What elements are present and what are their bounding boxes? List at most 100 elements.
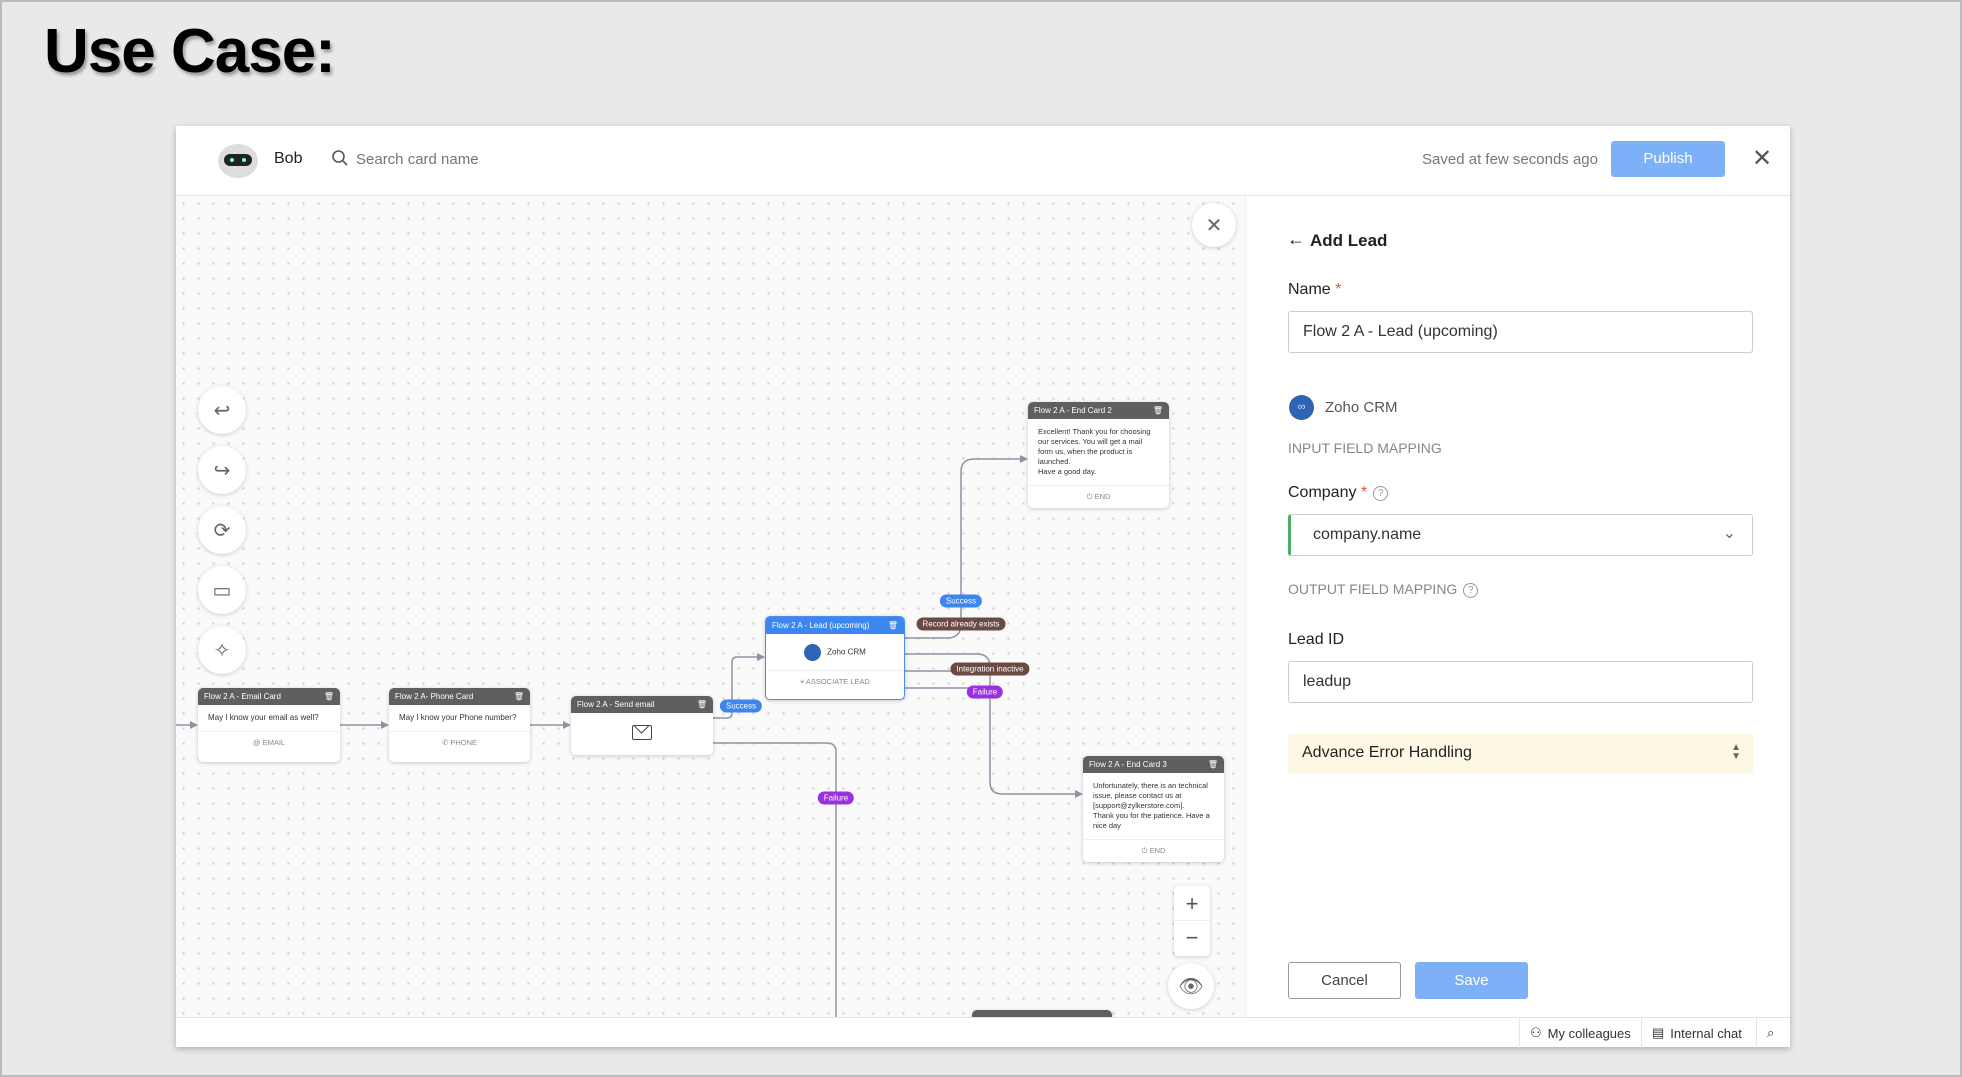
label: Internal chat	[1670, 1025, 1742, 1041]
undo-icon: ↩	[213, 399, 231, 422]
send-email-card[interactable]: Flow 2 A - Send email 🗑	[571, 696, 713, 755]
edge-label-failure: Failure	[966, 685, 1004, 699]
properties-panel: ← Add Lead Name * Flow 2 A - Lead (upcom…	[1245, 196, 1790, 1017]
associate-icon: ⌖	[800, 677, 806, 686]
card-title: Flow 2 A - Lead (upcoming)	[772, 621, 870, 630]
cancel-button[interactable]: Cancel	[1288, 962, 1401, 999]
magic-button[interactable]: ✧	[198, 626, 246, 674]
back-arrow-icon[interactable]: ←	[1287, 229, 1305, 249]
card-title: Flow 2 A - Send email	[577, 700, 655, 709]
edge-label-success: Success	[719, 699, 763, 713]
search-button[interactable]: ⌕	[1756, 1018, 1784, 1048]
flow-canvas[interactable]: Flow 2 A - Email Card 🗑 May I know your e…	[176, 196, 1245, 1017]
zoom-controls: + −	[1174, 886, 1210, 956]
refresh-icon: ⟳	[213, 519, 231, 542]
internal-chat-button[interactable]: ▤Internal chat	[1641, 1018, 1752, 1048]
edge-label-integration-inactive: Integration inactive	[950, 662, 1030, 676]
partial-card[interactable]	[972, 1010, 1112, 1017]
search-icon	[332, 150, 348, 166]
app-window: Bob Saved at few seconds ago Publish ✕ F…	[176, 126, 1790, 1048]
wand-icon: ✧	[213, 639, 231, 662]
close-icon: ✕	[1205, 214, 1223, 237]
edge-label-record-exists: Record already exists	[916, 617, 1006, 631]
mail-icon	[632, 725, 652, 740]
zoom-out-icon[interactable]: −	[1185, 925, 1199, 950]
lead-card[interactable]: Flow 2 A - Lead (upcoming)🗑 Zoho CRM ⌖ A…	[765, 616, 905, 700]
monitor-icon: ▭	[212, 579, 232, 602]
chevron-down-icon: ⌄	[1722, 525, 1736, 542]
end-card-2[interactable]: Flow 2 A - End Card 2 🗑 Excellent! Thank …	[1028, 402, 1169, 508]
card-body: May I know your Phone number?	[399, 713, 517, 722]
input-mapping-heading: INPUT FIELD MAPPING	[1288, 440, 1442, 456]
bot-name: Bob	[274, 150, 303, 167]
trash-icon[interactable]: 🗑	[1152, 406, 1163, 415]
card-body: Thank you for the patience. Have a nice …	[1093, 811, 1210, 830]
select-value: company.name	[1313, 526, 1422, 543]
undo-button[interactable]: ↩	[198, 386, 246, 434]
card-footer: ASSOCIATE LEAD	[805, 677, 870, 686]
output-mapping-heading: OUTPUT FIELD MAPPING?	[1288, 581, 1479, 598]
save-button[interactable]: Save	[1415, 962, 1528, 999]
redo-icon: ↪	[213, 459, 231, 482]
connector	[713, 742, 837, 1017]
trash-icon[interactable]: 🗑	[1207, 760, 1218, 769]
card-footer: END	[1094, 492, 1111, 501]
edge-label-failure: Failure	[817, 791, 855, 805]
connector	[905, 458, 1026, 639]
end-card-3[interactable]: Flow 2 A - End Card 3🗑 Unfortunately, th…	[1083, 756, 1224, 862]
company-select[interactable]: company.name ⌄	[1288, 514, 1753, 556]
card-title: Flow 2 A - Email Card	[204, 692, 281, 701]
card-body: Excellent! Thank you for choosing our se…	[1038, 427, 1151, 466]
panel-title: Add Lead	[1310, 231, 1388, 250]
people-icon: ⚇	[1530, 1025, 1542, 1040]
sort-icon: ▲▼	[1731, 742, 1741, 762]
card-footer: PHONE	[450, 738, 478, 747]
power-icon: ⏻	[1141, 846, 1150, 855]
company-label: Company *?	[1288, 484, 1389, 502]
redo-button[interactable]: ↪	[198, 446, 246, 494]
card-footer: EMAIL	[262, 738, 286, 747]
card-title: Flow 2 A - End Card 2	[1034, 406, 1112, 415]
zoho-crm-icon	[804, 644, 822, 661]
my-colleagues-button[interactable]: ⚇ My colleagues	[1519, 1018, 1641, 1048]
help-icon[interactable]: ?	[1373, 486, 1389, 501]
connector	[713, 656, 763, 719]
integration-name: Zoho CRM	[1325, 399, 1398, 416]
card-footer: END	[1149, 846, 1166, 855]
trash-icon[interactable]: 🗑	[513, 692, 524, 701]
power-icon: ⏻	[1086, 492, 1095, 501]
label: My colleagues	[1547, 1025, 1631, 1041]
zoho-crm-icon: ∞	[1289, 395, 1314, 420]
edge-label-success: Success	[939, 594, 983, 608]
connectors	[176, 455, 1083, 1017]
at-icon: @	[252, 738, 263, 747]
connector	[905, 653, 1081, 795]
lead-id-input[interactable]: leadup	[1288, 661, 1753, 703]
help-icon[interactable]: ?	[1463, 583, 1479, 598]
section-label: Advance Error Handling	[1302, 744, 1472, 761]
bot-avatar	[218, 144, 258, 178]
eye-button[interactable]: 👁	[1168, 963, 1214, 1009]
card-title: Flow 2 A- Phone Card	[395, 692, 474, 701]
name-input[interactable]: Flow 2 A - Lead (upcoming)	[1288, 311, 1753, 353]
card-body: Have a good day.	[1038, 467, 1097, 476]
search-input[interactable]	[356, 146, 606, 172]
publish-button[interactable]: Publish	[1611, 141, 1725, 177]
saved-status: Saved at few seconds ago	[1422, 151, 1598, 168]
close-icon[interactable]: ✕	[1752, 145, 1773, 172]
email-card[interactable]: Flow 2 A - Email Card 🗑 May I know your e…	[198, 688, 340, 762]
phone-card[interactable]: Flow 2 A- Phone Card 🗑 May I know your Ph…	[389, 688, 530, 762]
trash-icon[interactable]: 🗑	[323, 692, 334, 701]
card-body: May I know your email as well?	[208, 713, 319, 722]
header: Bob Saved at few seconds ago Publish ✕	[176, 126, 1790, 196]
trash-icon[interactable]: 🗑	[887, 621, 898, 630]
zoom-in-icon[interactable]: +	[1174, 886, 1210, 921]
card-body: Unfortunately, there is an technical iss…	[1093, 781, 1208, 810]
phone-icon: ✆	[441, 738, 451, 747]
search-icon: ⌕	[1767, 1025, 1775, 1040]
advance-error-handling[interactable]: Advance Error Handling ▲▼	[1288, 734, 1753, 773]
trash-icon[interactable]: 🗑	[696, 700, 707, 709]
close-canvas-button[interactable]: ✕	[1192, 203, 1236, 247]
preview-button[interactable]: ▭	[198, 566, 246, 614]
refresh-button[interactable]: ⟳	[198, 506, 246, 554]
